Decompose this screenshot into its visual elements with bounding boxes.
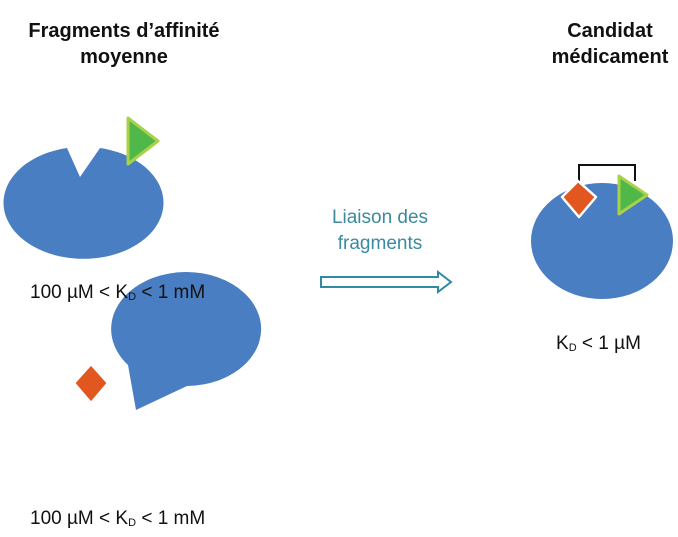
fragment2-kd-sub: D [128,517,137,529]
fragment1-kd-prefix: 100 µM < K [30,282,129,303]
triangle-fragment-candidate [617,174,649,216]
left-heading-line2: moyenne [80,46,168,68]
fragment2-kd-prefix: 100 µM < K [30,508,129,529]
protein-1 [3,148,164,259]
fragment1-kd: 100 µM < KD < 1 mM [30,282,205,304]
right-heading-line1: Candidat [567,20,653,42]
arrow-label-line2: fragments [337,233,423,254]
left-heading: Fragments d’affinité moyenne [0,18,248,70]
left-heading-line1: Fragments d’affinité [28,20,220,42]
square-fragment-candidate [560,179,598,219]
fragment1-kd-sub: D [128,291,137,303]
linker [578,164,636,181]
candidate-kd-prefix: K [556,333,569,354]
protein-2 [111,272,262,410]
candidate-kd: KD < 1 µM [556,333,641,355]
triangle-fragment-1 [126,116,160,166]
arrow-label-line1: Liaison des [331,207,429,228]
arrow-label: Liaison des fragments [300,205,460,257]
square-fragment-2 [72,362,110,405]
right-heading-line2: médicament [551,46,669,68]
right-heading: Candidat médicament [515,18,678,70]
candidate-kd-sub: D [568,342,577,354]
protein-candidate [531,183,673,299]
arrow-icon [320,269,453,295]
fragment1-kd-suffix: < 1 mM [136,282,206,303]
fragment2-kd-suffix: < 1 mM [136,508,206,529]
candidate-kd-suffix: < 1 µM [576,333,641,354]
fragment2-kd: 100 µM < KD < 1 mM [30,508,205,530]
